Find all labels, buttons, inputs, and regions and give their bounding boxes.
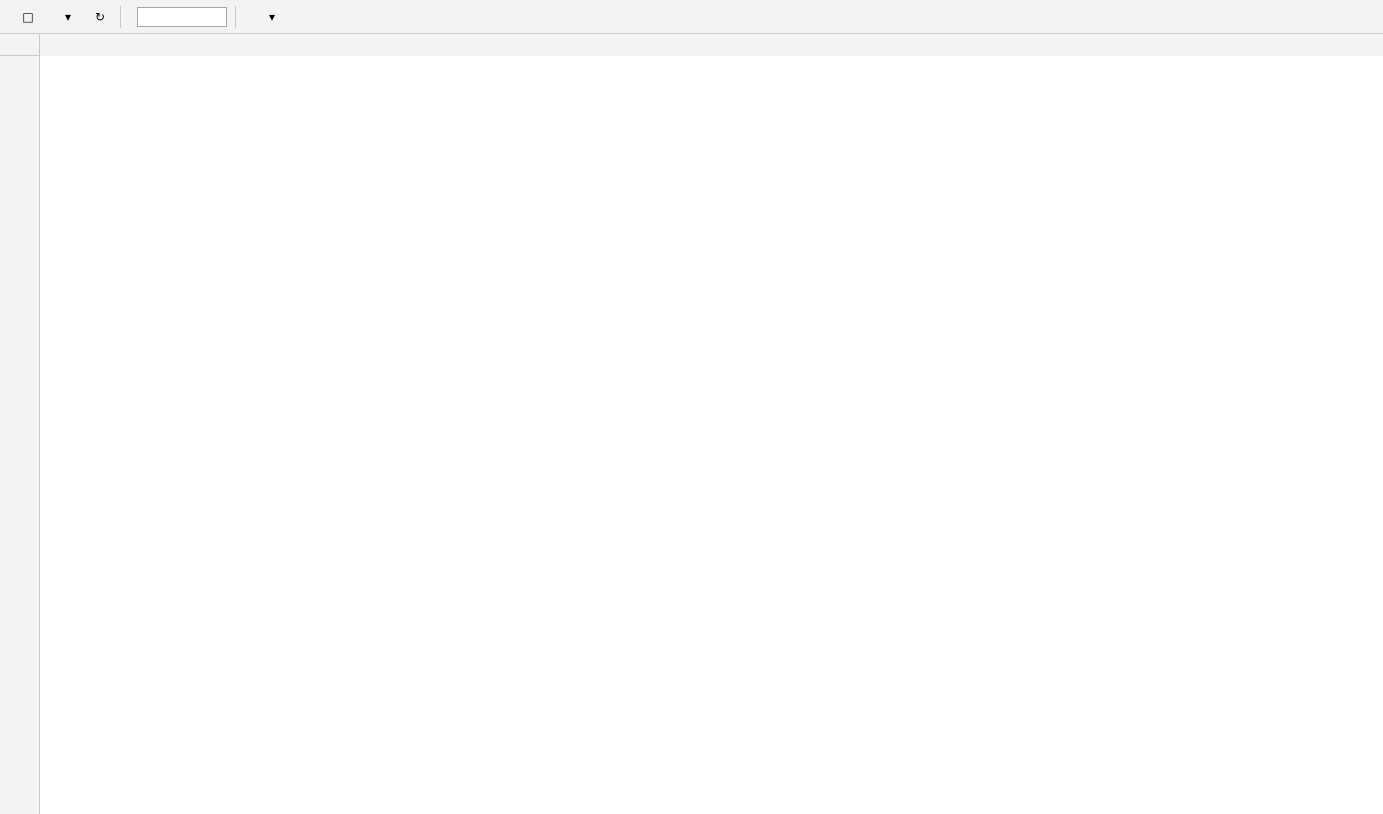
toolbar-separator [120, 5, 121, 28]
view-dropdown-button[interactable]: ▾ [56, 5, 80, 29]
ceiling-level-input[interactable] [137, 6, 227, 27]
refresh-button[interactable]: ↻ [88, 5, 112, 29]
ruler-horizontal[interactable] [40, 34, 1383, 57]
view-mode-button[interactable]: □ [16, 5, 40, 29]
drawing-svg [40, 56, 1383, 814]
ruler-vertical[interactable] [0, 56, 40, 814]
chevron-down-icon: ▾ [64, 9, 72, 24]
view-mode-icon: □ [22, 9, 34, 24]
chevron-down-icon: ▾ [268, 9, 276, 24]
drawing-canvas[interactable] [40, 56, 1383, 814]
toolbar-separator [235, 5, 236, 28]
texts-scale-dropdown-button[interactable]: ▾ [260, 5, 284, 29]
ruler-corner [0, 34, 40, 56]
toolbar: □ ▾ ↻ ▾ [0, 0, 1383, 34]
refresh-icon: ↻ [94, 9, 106, 24]
